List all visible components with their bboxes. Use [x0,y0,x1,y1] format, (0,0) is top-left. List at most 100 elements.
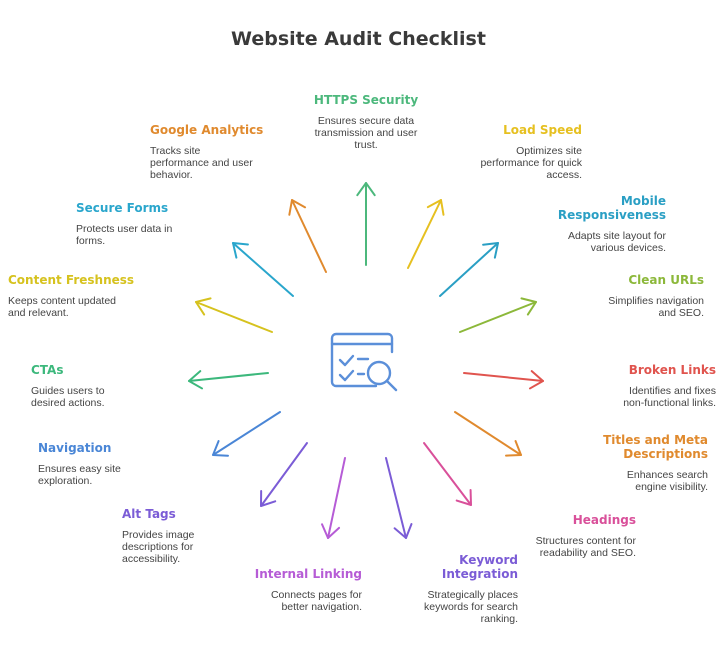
item-description-line: trust. [354,139,378,151]
item-description-line: readability and SEO. [539,547,636,559]
item-description-line: Ensures secure data [317,115,415,127]
item-description-line: transmission and user [314,127,418,139]
arrow-fresh [195,297,273,333]
item-title: Google Analytics [150,123,264,137]
item-description-line: and relevant. [8,307,69,319]
arrow-clean [459,297,537,333]
item-description-line: Guides users to [31,385,105,397]
item-description-line: Ensures easy site [38,463,121,475]
arrow-headings [423,442,472,506]
item-description-line: performance for quick [480,157,582,169]
item-title-line: Integration [441,567,518,581]
item-title: Internal Linking [254,567,362,581]
item-title: Load Speed [503,123,582,137]
item-description-line: Strategically places [427,589,518,601]
item-title: Clean URLs [628,273,704,287]
item-description-line: better navigation. [281,601,362,613]
arrow-keyword [385,457,413,539]
item-description-line: ranking. [480,613,518,625]
item-description-line: accessibility. [122,553,181,565]
item-description-line: various devices. [590,242,666,254]
item-description-line: descriptions for [122,541,194,553]
item-title: Alt Tags [122,507,176,521]
item-description-line: keywords for search [424,601,518,613]
item-description-line: Optimizes site [516,145,582,157]
item-title-line: Titles and Meta [603,433,708,447]
item-title-line: Mobile [620,194,666,208]
item-description-line: Enhances search [626,469,708,481]
item-title: Navigation [38,441,112,455]
item-title-line: Keyword [459,553,518,567]
arrow-https [356,182,376,266]
item-description-line: access. [546,169,582,181]
item-title: Secure Forms [76,201,169,215]
arrow-ga [288,199,327,273]
arrow-ctas [188,370,269,390]
item-description-line: Structures content for [535,535,636,547]
arrow-nav [212,411,281,457]
item-description-line: Keeps content updated [8,295,117,307]
item-description-line: Identifies and fixes [629,385,716,397]
item-title: CTAs [31,363,64,377]
arrow-titles [454,411,522,457]
item-description-line: Tracks site [150,145,201,157]
arrow-broken [463,370,544,390]
item-description-line: engine visibility. [635,481,708,493]
arrow-mobile [439,242,499,297]
item-description-line: forms. [76,235,106,247]
item-title: Content Freshness [8,273,135,287]
audit-search-icon [330,332,398,392]
item-title-line: Descriptions [623,447,708,461]
item-description-line: desired actions. [31,397,105,409]
item-title-line: Responsiveness [557,208,666,222]
item-description-line: Provides image [122,529,195,541]
item-description-line: Adapts site layout for [567,230,666,242]
item-description-line: and SEO. [658,307,704,319]
arrow-forms [232,242,294,297]
item-description-line: performance and user [150,157,253,169]
diagram-title: Website Audit Checklist [231,28,486,50]
item-description-line: Protects user data in [76,223,173,235]
item-title: HTTPS Security [313,93,419,107]
item-description-line: behavior. [150,169,193,181]
item-title: Headings [572,513,636,527]
item-description-line: Simplifies navigation [608,295,704,307]
item-description-line: Connects pages for [270,589,362,601]
arrow-load [407,199,445,269]
arrow-alt [260,442,308,507]
item-description-line: non-functional links. [623,397,716,409]
